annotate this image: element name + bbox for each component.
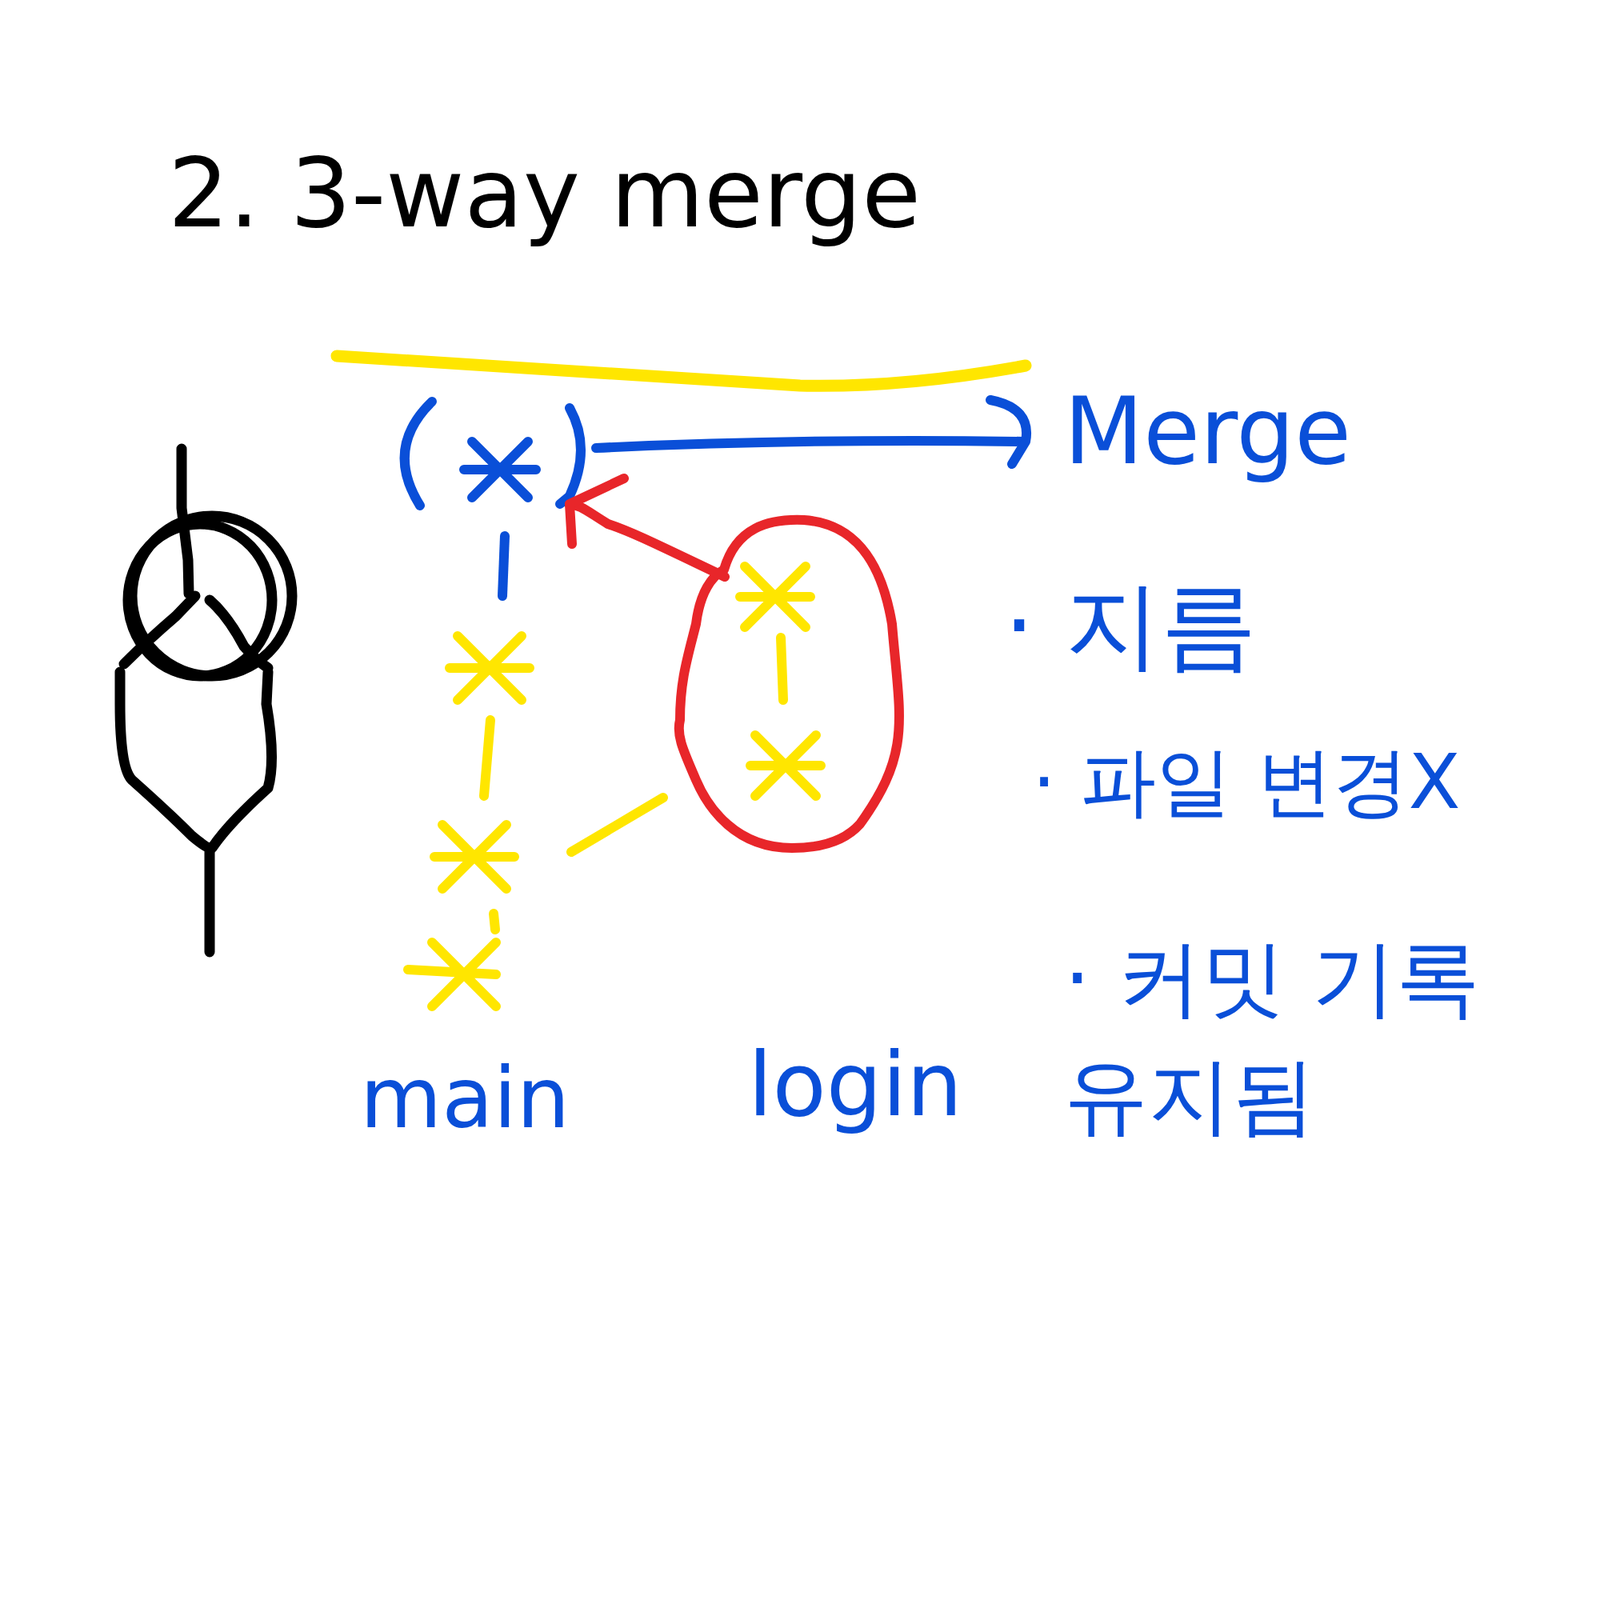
- branch-label: main: [360, 1048, 570, 1149]
- main-commits: [408, 636, 664, 1007]
- merge-label: Merge: [1064, 376, 1352, 487]
- red-arrow: [569, 478, 725, 577]
- title: 2. 3-way merge: [168, 136, 921, 252]
- merge-commit: [404, 401, 581, 596]
- branch-label: login: [748, 1032, 963, 1138]
- stick-figure: [120, 448, 292, 952]
- login-commits: [740, 566, 821, 796]
- title-underline: [336, 356, 1026, 386]
- note-text: · 파일 변경X: [1032, 736, 1461, 828]
- merge-arrow: [596, 400, 1027, 464]
- note-text: · 지름: [1004, 568, 1257, 684]
- note-text: · 커밋 기록유지됨: [1064, 920, 1544, 1156]
